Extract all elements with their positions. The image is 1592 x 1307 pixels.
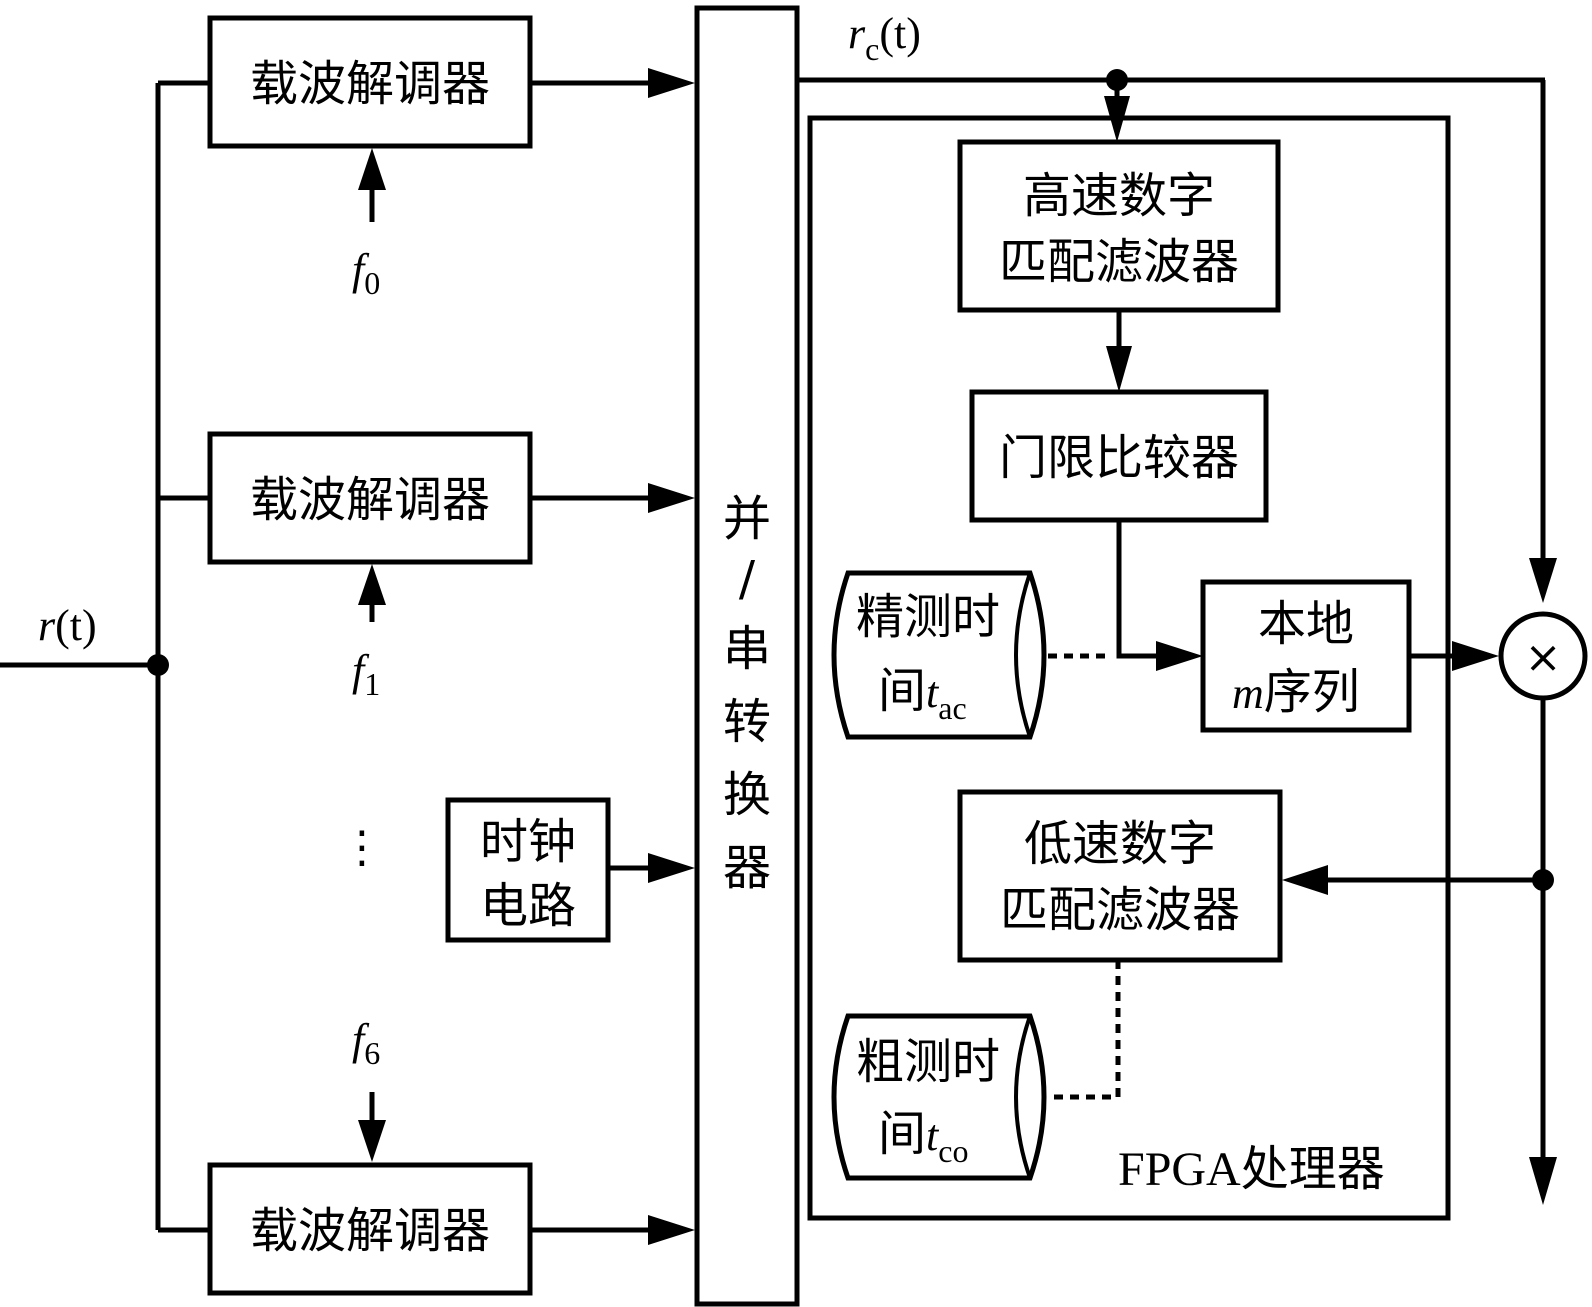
arrow-head <box>1282 865 1328 895</box>
freq-label-f0: f0 <box>352 245 380 301</box>
arrow-head <box>358 148 386 190</box>
converter-char: 转 <box>723 694 771 750</box>
arrow-head <box>648 853 695 883</box>
arrow-head <box>648 68 695 98</box>
arrow-head <box>358 1120 386 1162</box>
arrow-head <box>648 483 695 513</box>
clock-label-line2: 电路 <box>480 878 576 934</box>
fine-time-storage: 精测时 间tac <box>831 570 1108 740</box>
local-m-sequence: 本地 m序列 <box>1200 579 1499 733</box>
demodulator-6: 载波解调器 <box>207 1092 695 1296</box>
arrow-head <box>1452 641 1499 671</box>
fpga-container <box>807 115 1451 1221</box>
arrow-head <box>1529 558 1557 603</box>
fine-time-line2: 间tac <box>878 663 967 726</box>
coarse-time-line2: 间tco <box>878 1106 968 1169</box>
high-speed-matched-filter: 高速数字 匹配滤波器 <box>957 139 1281 392</box>
threshold-label: 门限比较器 <box>999 430 1239 486</box>
freq-label-f1: f1 <box>352 646 380 702</box>
demodulator-1-label: 载波解调器 <box>250 472 490 528</box>
converter-char: 换 <box>723 767 771 823</box>
multiplier: × <box>1282 611 1588 1205</box>
converter-char: 并 <box>723 491 771 547</box>
clock-label-line1: 时钟 <box>480 814 576 870</box>
input-signal-wire <box>0 80 210 1233</box>
threshold-comparator: 门限比较器 <box>969 389 1269 671</box>
fine-time-line1: 精测时 <box>856 589 1000 645</box>
demodulator-1: 载波解调器 <box>207 431 695 622</box>
ellipsis: ⋮ <box>340 822 384 873</box>
local-m-line2: m序列 <box>1232 664 1360 720</box>
converter-char: 器 <box>723 840 771 896</box>
low-speed-filter-line2: 匹配滤波器 <box>1000 882 1240 938</box>
arrow-head <box>1529 1157 1557 1205</box>
high-speed-filter-line2: 匹配滤波器 <box>999 234 1239 290</box>
arrow-head <box>358 564 386 605</box>
demodulator-0-label: 载波解调器 <box>250 56 490 112</box>
low-speed-matched-filter: 低速数字 匹配滤波器 <box>957 789 1283 1100</box>
converter-char: / <box>739 551 756 607</box>
arrow-head <box>1106 346 1132 392</box>
parallel-serial-converter: 并 / 串 转 换 器 <box>694 5 800 1307</box>
clock-circuit: 时钟 电路 <box>445 797 695 943</box>
junction-dot <box>147 654 169 676</box>
output-signal-label: rc(t) <box>848 9 921 67</box>
demodulator-6-label: 载波解调器 <box>250 1203 490 1259</box>
converter-char: 串 <box>723 621 771 677</box>
coarse-time-line1: 粗测时 <box>856 1034 1000 1090</box>
multiply-icon: × <box>1525 632 1562 683</box>
high-speed-filter-line1: 高速数字 <box>1023 168 1215 224</box>
local-m-line1: 本地 <box>1258 596 1354 652</box>
low-speed-filter-line1: 低速数字 <box>1024 816 1216 872</box>
arrow-head <box>648 1215 695 1245</box>
coarse-time-storage: 粗测时 间tco <box>831 1013 1047 1181</box>
arrow-head <box>1156 641 1203 671</box>
fpga-label: FPGA处理器 <box>1118 1143 1385 1196</box>
freq-label-f6: f6 <box>352 1015 380 1071</box>
demodulator-0: 载波解调器 <box>207 15 695 222</box>
input-signal-label: r(t) <box>38 601 97 650</box>
